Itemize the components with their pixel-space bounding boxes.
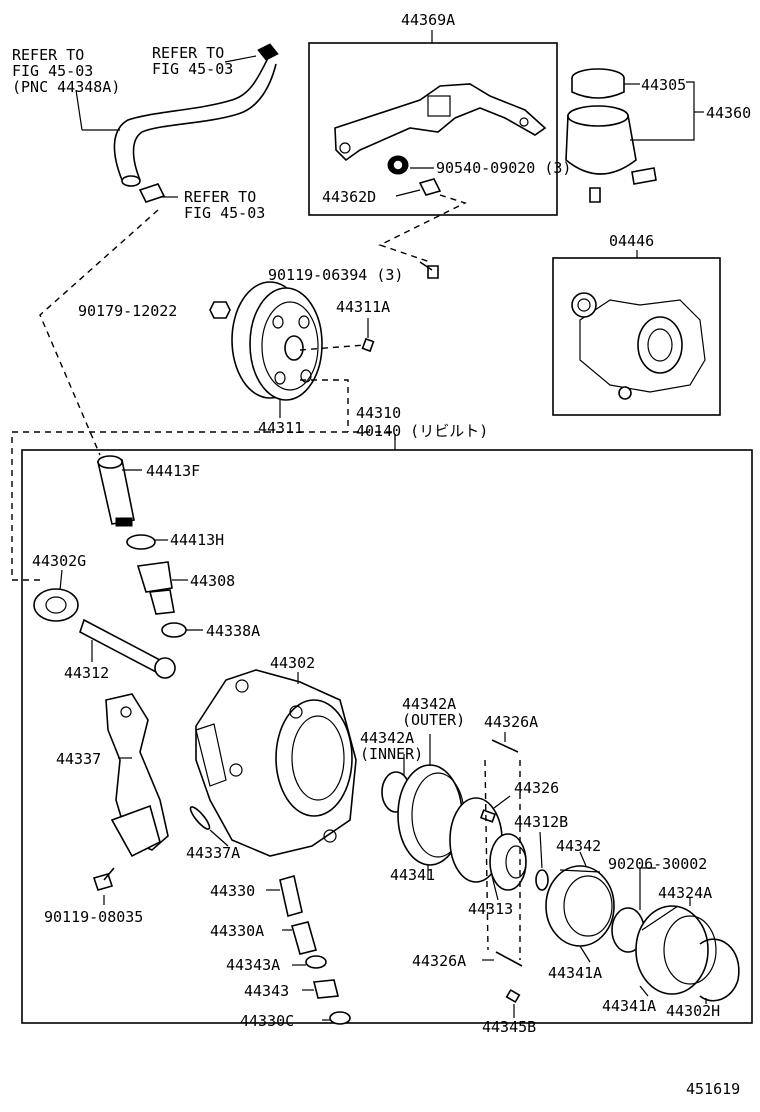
snap-ring-44330C-illustration xyxy=(329,1011,351,1025)
hose-illustration xyxy=(113,43,279,203)
housing-44302-illustration xyxy=(195,669,357,857)
bolt-90119-06394-illustration xyxy=(419,261,439,279)
pump-assembly-box xyxy=(21,449,753,1024)
gasket-kit-illustration xyxy=(571,292,706,400)
refer-note-line: REFER TO xyxy=(184,188,256,206)
label-90179-12022: 90179-12022 xyxy=(78,302,177,320)
fitting-44413F-illustration xyxy=(97,455,135,527)
label-44311A: 44311A xyxy=(336,298,390,316)
label-44342A-inner: 44342A xyxy=(360,729,414,747)
oring-44343A-illustration xyxy=(305,955,327,969)
label-44342A-outer: 44342A xyxy=(402,695,456,713)
label-44345B: 44345B xyxy=(482,1018,536,1036)
label-44302H: 44302H xyxy=(666,1002,720,1020)
collar-44362D-illustration xyxy=(418,178,442,196)
label-44337A: 44337A xyxy=(186,844,240,862)
label-44326A-bottom: 44326A xyxy=(412,952,466,970)
shaft-44312-illustration xyxy=(79,618,176,679)
bracket-inset-box xyxy=(308,42,558,216)
assembly-bracket-line xyxy=(11,431,396,581)
label-44326: 44326 xyxy=(514,779,559,797)
key-44311A-illustration xyxy=(361,337,375,353)
label-90206-30002: 90206-30002 xyxy=(608,855,707,873)
cover-44324A-illustration xyxy=(635,905,717,995)
gasket-kit-inset-box xyxy=(552,257,721,416)
label-44342A-inner-tag: (INNER) xyxy=(360,745,423,763)
oring-44338A-illustration xyxy=(161,622,187,638)
label-44413H: 44413H xyxy=(170,531,224,549)
label-44341A-2: 44341A xyxy=(602,997,656,1015)
refer-note-hose-left: REFER TO FIG 45-03 (PNC 44348A) xyxy=(12,46,120,96)
label-44369A: 44369A xyxy=(401,11,455,29)
bolt-90540-illustration xyxy=(387,155,409,175)
pulley-44311-illustration xyxy=(231,281,323,401)
plate-44342-illustration xyxy=(545,865,615,947)
label-44324A: 44324A xyxy=(658,884,712,902)
refer-note-line: (PNC 44348A) xyxy=(12,78,120,96)
label-44305: 44305 xyxy=(641,76,686,94)
label-44338A: 44338A xyxy=(206,622,260,640)
label-44330C: 44330C xyxy=(240,1012,294,1030)
valve-44330-illustration xyxy=(279,874,303,918)
label-44312: 44312 xyxy=(64,664,109,682)
label-44337: 44337 xyxy=(56,750,101,768)
label-44308: 44308 xyxy=(190,572,235,590)
diagram-id: 451619 xyxy=(686,1080,740,1098)
key-44345B-illustration xyxy=(505,988,521,1004)
washer-44413H-illustration xyxy=(126,534,156,550)
hose-link-dashed xyxy=(39,209,159,456)
label-44302G: 44302G xyxy=(32,552,86,570)
label-44413F: 44413F xyxy=(146,462,200,480)
label-44341A-1: 44341A xyxy=(548,964,602,982)
label-44342: 44342 xyxy=(556,837,601,855)
label-44343A: 44343A xyxy=(226,956,280,974)
spring-44330A-illustration xyxy=(291,921,317,955)
refer-note-line: FIG 45-03 xyxy=(184,204,265,222)
seal-44302G-illustration xyxy=(33,588,79,622)
oring-44337A-illustration xyxy=(189,806,211,830)
label-90119-06394: 90119-06394 (3) xyxy=(268,266,403,284)
label-44302: 44302 xyxy=(270,654,315,672)
refer-note-line: FIG 45-03 xyxy=(12,62,93,80)
label-44326A-top: 44326A xyxy=(484,713,538,731)
label-44310: 44310 xyxy=(356,404,401,422)
refer-note-line: REFER TO xyxy=(152,44,224,62)
bracket-44369A-illustration xyxy=(334,83,547,162)
refer-note-hose-top: REFER TO FIG 45-03 xyxy=(152,44,233,78)
label-44312B: 44312B xyxy=(514,813,568,831)
nut-90179-illustration xyxy=(209,301,231,319)
pin-44326A-top-illustration xyxy=(491,739,519,753)
label-44341: 44341 xyxy=(390,866,435,884)
label-44343: 44343 xyxy=(244,982,289,1000)
label-40140: 40140 (リビルト) xyxy=(356,422,488,440)
reservoir-illustration xyxy=(565,68,657,203)
label-44330: 44330 xyxy=(210,882,255,900)
valve-44308-illustration xyxy=(136,561,175,615)
label-44342A-outer-tag: (OUTER) xyxy=(402,711,465,729)
label-44313: 44313 xyxy=(468,900,513,918)
plug-44343-illustration xyxy=(312,979,340,999)
refer-note-line: REFER TO xyxy=(12,46,84,64)
refer-note-clamp: REFER TO FIG 45-03 xyxy=(184,188,265,222)
label-90540-09020: 90540-09020 (3) xyxy=(436,159,571,177)
label-44330A: 44330A xyxy=(210,922,264,940)
pin-44326A-bottom-illustration xyxy=(495,951,523,967)
snap-ring-44312B-illustration xyxy=(535,869,549,891)
bolt-90119-08035-illustration xyxy=(92,867,115,891)
label-44360: 44360 xyxy=(706,104,751,122)
bracket-44337-illustration xyxy=(105,693,169,858)
refer-note-line: FIG 45-03 xyxy=(152,60,233,78)
label-90119-08035: 90119-08035 xyxy=(44,908,143,926)
label-04446: 04446 xyxy=(609,232,654,250)
label-44362D: 44362D xyxy=(322,188,376,206)
label-44311: 44311 xyxy=(258,419,303,437)
snap-ring-44302H-illustration xyxy=(699,938,740,1002)
